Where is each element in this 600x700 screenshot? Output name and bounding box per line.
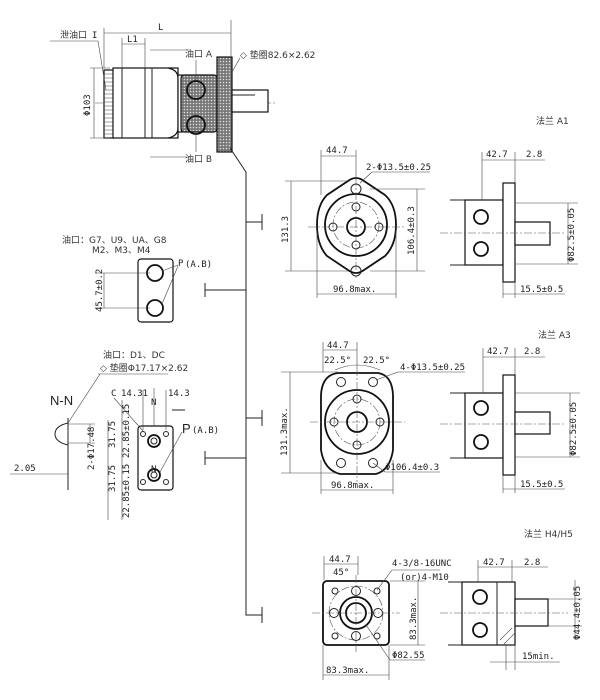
length1-label: L1 — [127, 35, 138, 45]
h4h5-side-view — [440, 581, 568, 646]
g7-port-label: P — [178, 259, 184, 269]
h4h5-angle: 45° — [333, 568, 349, 578]
d1-v-dim-2: 22.85±0.15 — [122, 404, 132, 458]
d1-title-line1: 油口：D1、DC — [103, 349, 165, 361]
a1-pilot-len: 15.5±0.5 — [520, 285, 563, 295]
d1-n-label-bottom: N — [151, 465, 156, 475]
d1-left-offset: 14.31 — [121, 389, 148, 399]
g7-title-line2: M2、M3、M4 — [92, 246, 151, 256]
a3-title: 法兰 A3 — [538, 329, 571, 341]
a1-title: 法兰 A1 — [536, 115, 569, 127]
port-view-g7: 油口：G7、U9、UA、G8 M2、M3、M4 45.7±0.2 P (A.B) — [62, 234, 212, 323]
a3-dim-44-7: 44.7 — [327, 341, 349, 351]
seal-profile — [54, 422, 69, 446]
a3-side-view — [440, 374, 565, 476]
d1-v-dim-4: 22.85±0.15 — [122, 464, 132, 518]
mounting-flange — [216, 56, 233, 153]
d1-v-dim-1: 31.75 — [108, 421, 118, 448]
a3-side-2-8: 2.8 — [524, 347, 540, 357]
a3-bolt-circle: Φ106.4±0.3 — [385, 463, 439, 473]
d1-port-label: P — [182, 421, 191, 436]
a3-side-42-7: 42.7 — [487, 347, 509, 357]
a3-width: 96.8max. — [331, 481, 374, 491]
output-shaft — [231, 89, 269, 113]
d1-port-b — [147, 468, 161, 482]
a1-side-view — [440, 182, 565, 283]
seal-label: ◇ 垫圈82.6×2.62 — [240, 49, 315, 61]
a1-front-view — [308, 177, 405, 278]
g7-port-sub: (A.B) — [185, 260, 212, 270]
a3-angle-right: 22.5° — [363, 356, 390, 366]
a1-side-42-7: 42.7 — [486, 150, 508, 160]
h4h5-title: 法兰 H4/H5 — [524, 528, 573, 540]
h4h5-dim-44-7: 44.7 — [329, 555, 351, 565]
h4h5-thread-2: (or)4-M10 — [400, 573, 449, 583]
drain-port-label: 泄油口 — [60, 29, 87, 41]
h4h5-height: 83.3max. — [409, 597, 419, 640]
d1-hole-dim: 2-Φ17.48 — [87, 427, 97, 470]
d1-port-face — [137, 425, 174, 491]
diameter-label: Φ103 — [83, 94, 93, 116]
flange-a3-views: 法兰 A3 44.7 22.5° 22.5° 4-Φ13.5±0.25 131.… — [280, 329, 580, 494]
g7-title-line1: 油口：G7、U9、UA、G8 — [62, 234, 167, 246]
d1-v-dim-3: 31.75 — [108, 465, 118, 492]
flange-h4h5-views: 法兰 H4/H5 44.7 45° 4-3/8-16UNC (or)4-M10 … — [312, 528, 583, 680]
drain-port-mark: I — [92, 31, 97, 41]
d1-port-sub: (A.B) — [192, 426, 219, 436]
d1-title-line2: ◇ 垫圈Φ17.17×2.62 — [100, 362, 188, 374]
a3-pilot-len: 15.5±0.5 — [520, 480, 563, 490]
a1-bolt-circle: 106.4±0.3 — [407, 206, 417, 255]
length-label: L — [158, 23, 163, 33]
a1-dim-44-7: 44.7 — [326, 146, 348, 156]
a1-height: 131.3 — [281, 216, 291, 243]
flange-a1-views: 法兰 A1 44.7 2-Φ13.5±0.25 131.3 106.4±0.3 … — [281, 115, 578, 298]
d1-c-label: C — [111, 389, 116, 399]
a1-side-2-8: 2.8 — [526, 150, 542, 160]
a3-front-view — [310, 368, 405, 482]
port-a-label: 油口 A — [185, 48, 213, 60]
d1-depth-dim: 2.05 — [14, 464, 36, 474]
d1-port-a — [147, 434, 161, 448]
a3-height: 131.3max. — [280, 407, 290, 456]
h4h5-front-view — [312, 575, 400, 652]
a1-holes: 2-Φ13.5±0.25 — [366, 163, 431, 173]
port-view-d1: 油口：D1、DC ◇ 垫圈Φ17.17×2.62 N-N 2-Φ17.48 2.… — [10, 349, 219, 520]
a1-width: 96.8max. — [333, 285, 376, 295]
section-label: N-N — [50, 393, 73, 408]
d1-n-label-top: N — [151, 398, 156, 408]
a3-pilot: Φ82.5±0.05 — [569, 402, 579, 456]
g7-pitch-dim: 45.7±0.2 — [95, 269, 105, 312]
h4h5-bolt-circle: Φ82.55 — [392, 651, 425, 661]
h4h5-pilot-len: 15min. — [522, 652, 555, 662]
port-b-label: 油口 B — [185, 153, 212, 165]
a1-pilot: Φ82.5±0.05 — [567, 208, 577, 262]
a3-holes: 4-Φ13.5±0.25 — [400, 363, 465, 373]
port-b-circle — [186, 115, 206, 135]
flange-leader-line — [229, 147, 262, 616]
h4h5-width: 83.3max. — [326, 666, 369, 676]
port-a-circle — [186, 80, 206, 100]
d1-right-offset: 14.3 — [168, 389, 190, 399]
h4h5-pilot: Φ44.4±0.05 — [573, 586, 583, 640]
h4h5-side-2-8: 2.8 — [524, 558, 540, 568]
main-side-view: L L1 泄油口 I Φ103 油口 A 油口 B ◇ 垫圈82.6×2.62 — [50, 20, 315, 623]
a3-angle-left: 22.5° — [324, 356, 351, 366]
h4h5-side-42-7: 42.7 — [483, 558, 505, 568]
h4h5-thread-1: 4-3/8-16UNC — [392, 559, 452, 569]
